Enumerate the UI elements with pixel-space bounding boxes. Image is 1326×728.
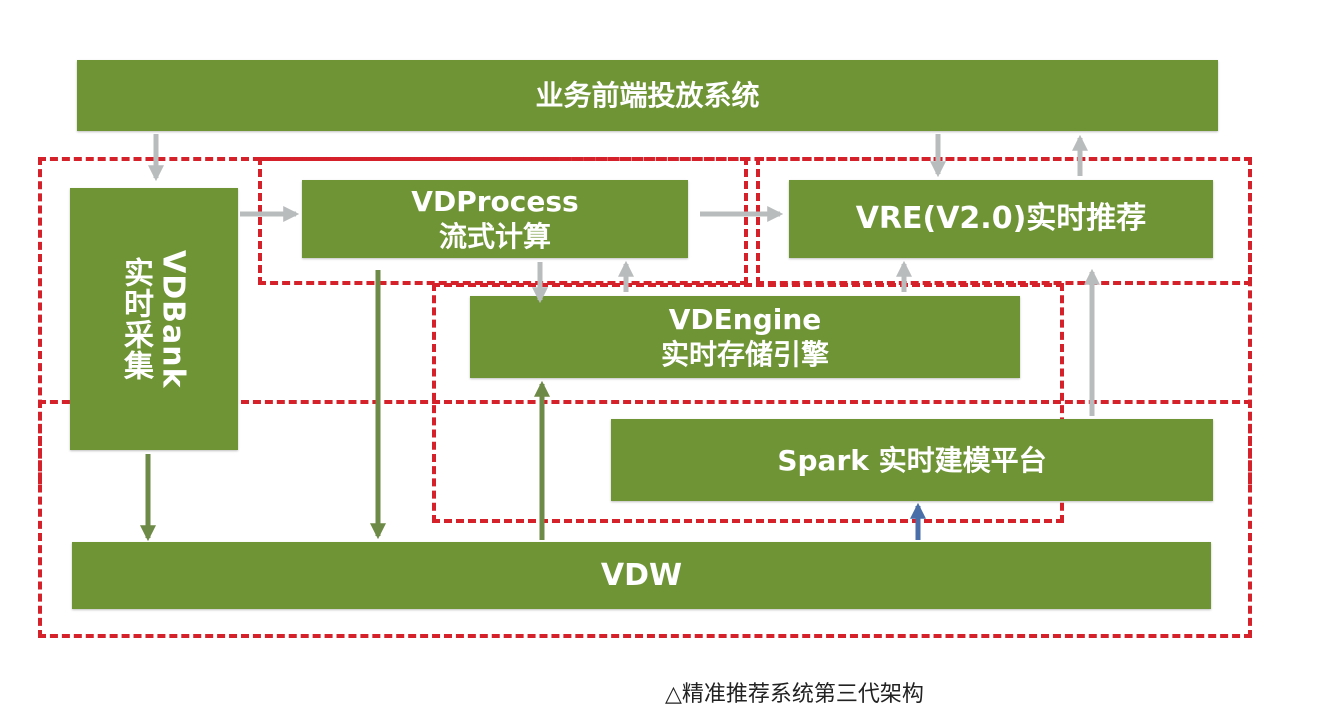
vdprocess-label: VDProcess 流式计算 xyxy=(411,185,579,253)
vdengine-box: VDEngine 实时存储引擎 xyxy=(470,296,1020,378)
frontend-delivery-system-box: 业务前端投放系统 xyxy=(77,60,1218,131)
vre-label: VRE(V2.0)实时推荐 xyxy=(855,201,1147,237)
vdw-label: VDW xyxy=(600,557,683,593)
vdbank-box: VDBank 实时采集 xyxy=(70,188,238,450)
spark-label: Spark 实时建模平台 xyxy=(777,443,1047,477)
vre-box: VRE(V2.0)实时推荐 xyxy=(789,180,1213,258)
vdengine-label: VDEngine 实时存储引擎 xyxy=(660,303,829,371)
vdw-box: VDW xyxy=(72,542,1211,609)
region-lower-outline xyxy=(38,400,1252,484)
vdprocess-box: VDProcess 流式计算 xyxy=(302,180,688,258)
vdbank-label: VDBank 实时采集 xyxy=(118,249,191,389)
frontend-label: 业务前端投放系统 xyxy=(535,79,760,112)
figure-caption: △精准推荐系统第三代架构 xyxy=(665,682,924,707)
spark-box: Spark 实时建模平台 xyxy=(611,419,1213,501)
